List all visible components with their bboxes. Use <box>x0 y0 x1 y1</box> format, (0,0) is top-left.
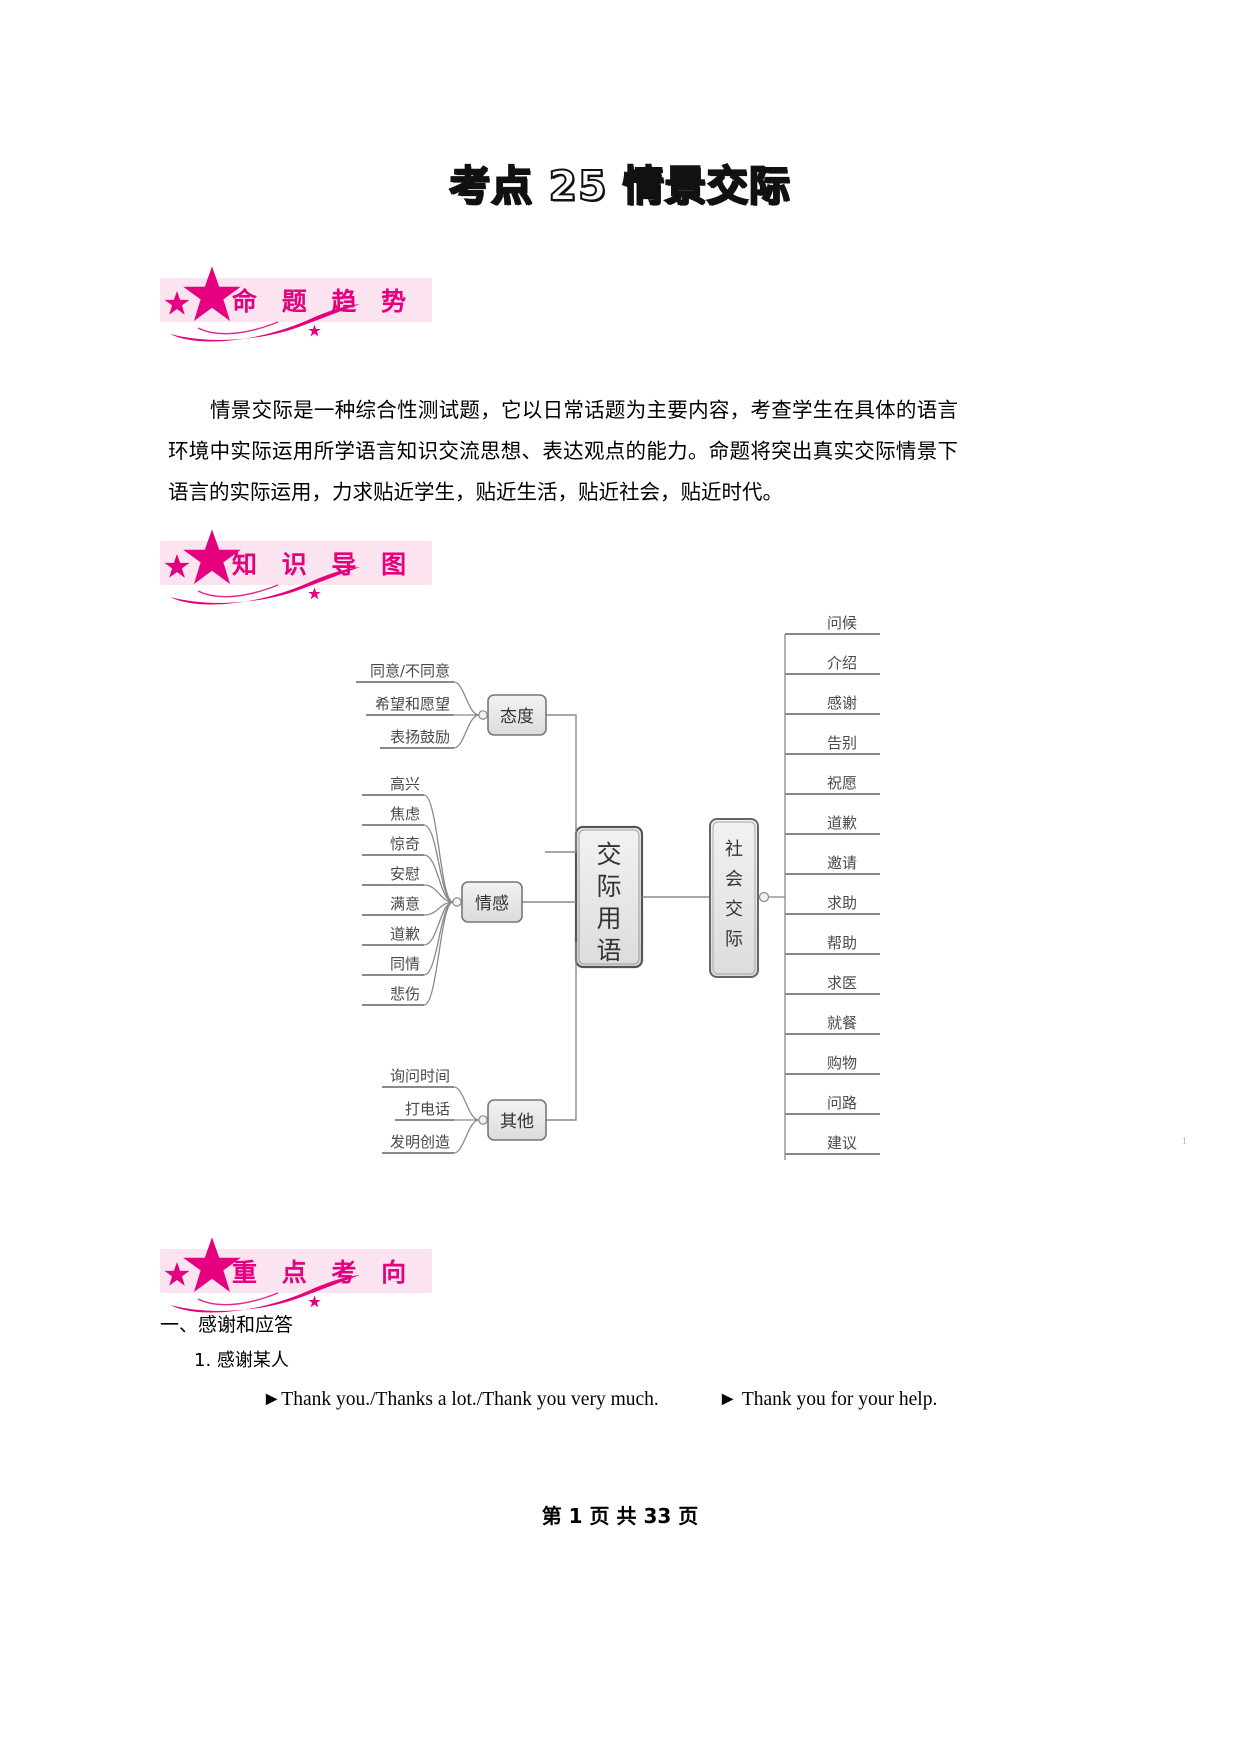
svg-text:打电话: 打电话 <box>405 1100 450 1118</box>
svg-text:感谢: 感谢 <box>827 694 857 712</box>
svg-text:其他: 其他 <box>500 1112 534 1132</box>
svg-text:求医: 求医 <box>827 974 857 992</box>
star-icon <box>183 1237 241 1292</box>
svg-text:惊奇: 惊奇 <box>390 835 420 853</box>
star-tiny-icon <box>308 587 321 600</box>
svg-text:满意: 满意 <box>390 895 420 913</box>
trend-paragraph: 情景交际是一种综合性测试题，它以日常话题为主要内容，考查学生在具体的语言环境中实… <box>168 398 958 504</box>
svg-text:希望和愿望: 希望和愿望 <box>375 695 450 713</box>
focus-heading: 一、感谢和应答 <box>160 1314 294 1336</box>
svg-text:建议: 建议 <box>827 1134 857 1152</box>
star-tiny-icon <box>308 324 321 337</box>
svg-text:态度: 态度 <box>500 707 534 727</box>
svg-text:问路: 问路 <box>827 1094 857 1112</box>
svg-text:道歉: 道歉 <box>390 925 420 943</box>
star-tiny-icon <box>308 1295 321 1308</box>
svg-text:交: 交 <box>725 899 743 920</box>
svg-text:悲伤: 悲伤 <box>390 985 420 1003</box>
star-small-icon <box>164 1262 190 1286</box>
svg-text:询问时间: 询问时间 <box>390 1067 450 1085</box>
svg-text:帮助: 帮助 <box>827 934 857 952</box>
badge-label-trend: 命 题 趋 势 <box>232 287 415 316</box>
page-footer: 第 1 页 共 33 页 <box>541 1504 699 1528</box>
section-badge-trend: 命 题 趋 势 <box>160 266 433 342</box>
svg-text:情感: 情感 <box>475 894 509 914</box>
page-title: 考点 25 情景交际 <box>448 161 791 211</box>
svg-text:购物: 购物 <box>827 1054 857 1072</box>
svg-text:邀请: 邀请 <box>827 854 857 872</box>
svg-text:祝愿: 祝愿 <box>827 774 857 792</box>
star-small-icon <box>164 291 190 315</box>
svg-text:发明创造: 发明创造 <box>390 1133 450 1151</box>
svg-text:交: 交 <box>596 840 621 869</box>
focus-line-2: ► Thank you for your help. <box>718 1389 938 1410</box>
star-small-icon <box>164 554 190 578</box>
section-badge-focus: 重 点 考 向 <box>160 1237 433 1313</box>
svg-text:用: 用 <box>596 904 621 933</box>
svg-text:语: 语 <box>596 936 621 965</box>
page-number-marker: 1 <box>1181 1135 1188 1147</box>
svg-text:表扬鼓励: 表扬鼓励 <box>390 728 450 746</box>
mindmap-svg: 交 际 用 语 态度 同意/不同意 希望和愿望 <box>356 614 880 1160</box>
svg-text:安慰: 安慰 <box>390 865 420 883</box>
mindmap-diagram: 交 际 用 语 态度 同意/不同意 希望和愿望 <box>340 612 920 1187</box>
svg-text:社: 社 <box>725 839 743 860</box>
svg-text:焦虑: 焦虑 <box>390 805 420 823</box>
section-badge-mindmap: 知 识 导 图 <box>160 529 433 605</box>
svg-text:高兴: 高兴 <box>390 775 420 793</box>
svg-text:就餐: 就餐 <box>827 1014 857 1032</box>
svg-text:介绍: 介绍 <box>827 654 857 672</box>
star-icon <box>183 529 241 584</box>
svg-text:道歉: 道歉 <box>827 814 857 832</box>
svg-text:际: 际 <box>596 872 621 901</box>
svg-text:会: 会 <box>725 869 743 890</box>
badge-label-mindmap: 知 识 导 图 <box>232 550 415 579</box>
svg-text:求助: 求助 <box>827 894 857 912</box>
badge-label-focus: 重 点 考 向 <box>232 1258 415 1287</box>
svg-text:告别: 告别 <box>827 734 857 752</box>
svg-text:同意/不同意: 同意/不同意 <box>370 662 450 680</box>
svg-text:际: 际 <box>725 929 743 950</box>
svg-text:问候: 问候 <box>827 614 857 632</box>
focus-line-1: ►Thank you./Thanks a lot./Thank you very… <box>262 1389 659 1410</box>
focus-subheading: 1. 感谢某人 <box>194 1350 289 1371</box>
star-icon <box>183 266 241 321</box>
svg-text:同情: 同情 <box>390 955 420 973</box>
